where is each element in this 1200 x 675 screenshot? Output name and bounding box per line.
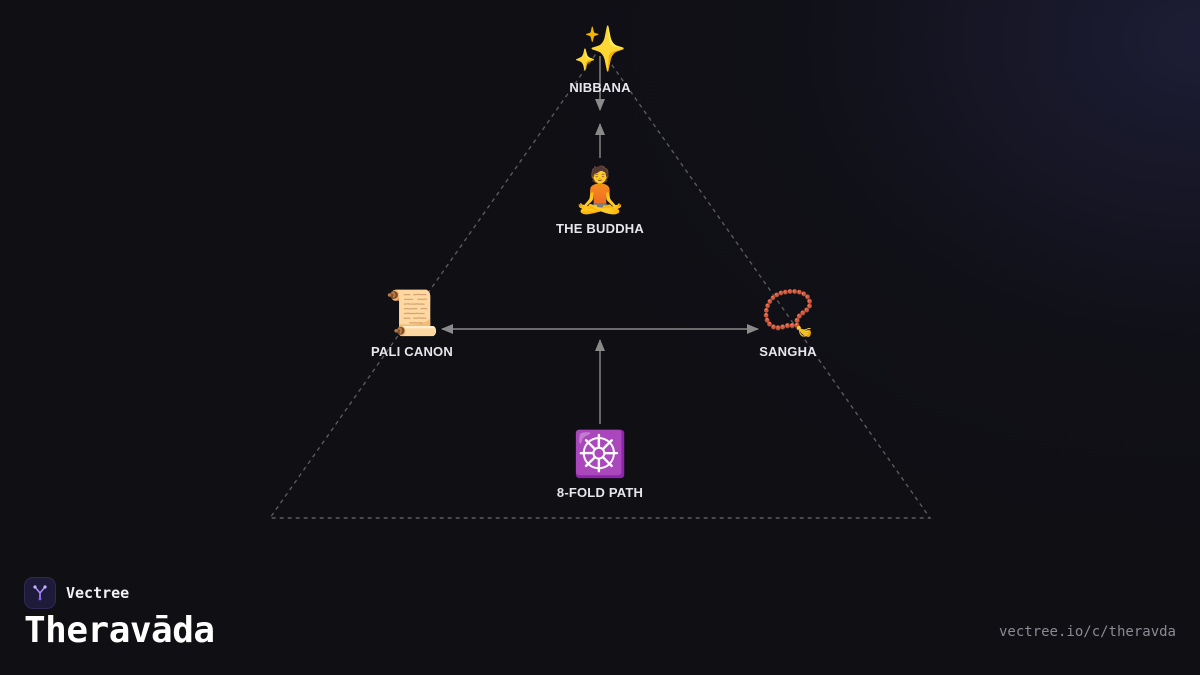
sparkles-icon: ✨ — [572, 24, 628, 75]
node-label: NIBBANA — [569, 80, 631, 95]
brand[interactable]: Vectree — [24, 577, 129, 609]
tree-branch-icon — [24, 577, 56, 609]
node-8-fold-path[interactable]: ☸️ 8-FOLD PATH — [510, 429, 690, 500]
scroll-icon: 📜 — [384, 288, 440, 339]
prayer-beads-icon: 📿 — [760, 288, 816, 339]
page-title: Theravāda — [24, 610, 215, 651]
brand-name: Vectree — [66, 584, 130, 602]
triangle-outline — [268, 46, 932, 519]
node-pali-canon[interactable]: 📜 PALI CANON — [322, 288, 502, 359]
node-sangha[interactable]: 📿 SANGHA — [698, 288, 878, 359]
node-label: 8-FOLD PATH — [556, 485, 644, 500]
dharma-wheel-icon: ☸️ — [572, 429, 628, 480]
node-the-buddha[interactable]: 🧘 THE BUDDHA — [510, 165, 690, 236]
node-nibbana[interactable]: ✨ NIBBANA — [510, 24, 690, 95]
page-url[interactable]: vectree.io/c/theravda — [998, 624, 1176, 640]
node-label: SANGHA — [759, 344, 817, 359]
meditating-person-icon: 🧘 — [572, 165, 628, 216]
node-label: THE BUDDHA — [556, 221, 644, 236]
node-label: PALI CANON — [371, 344, 453, 359]
